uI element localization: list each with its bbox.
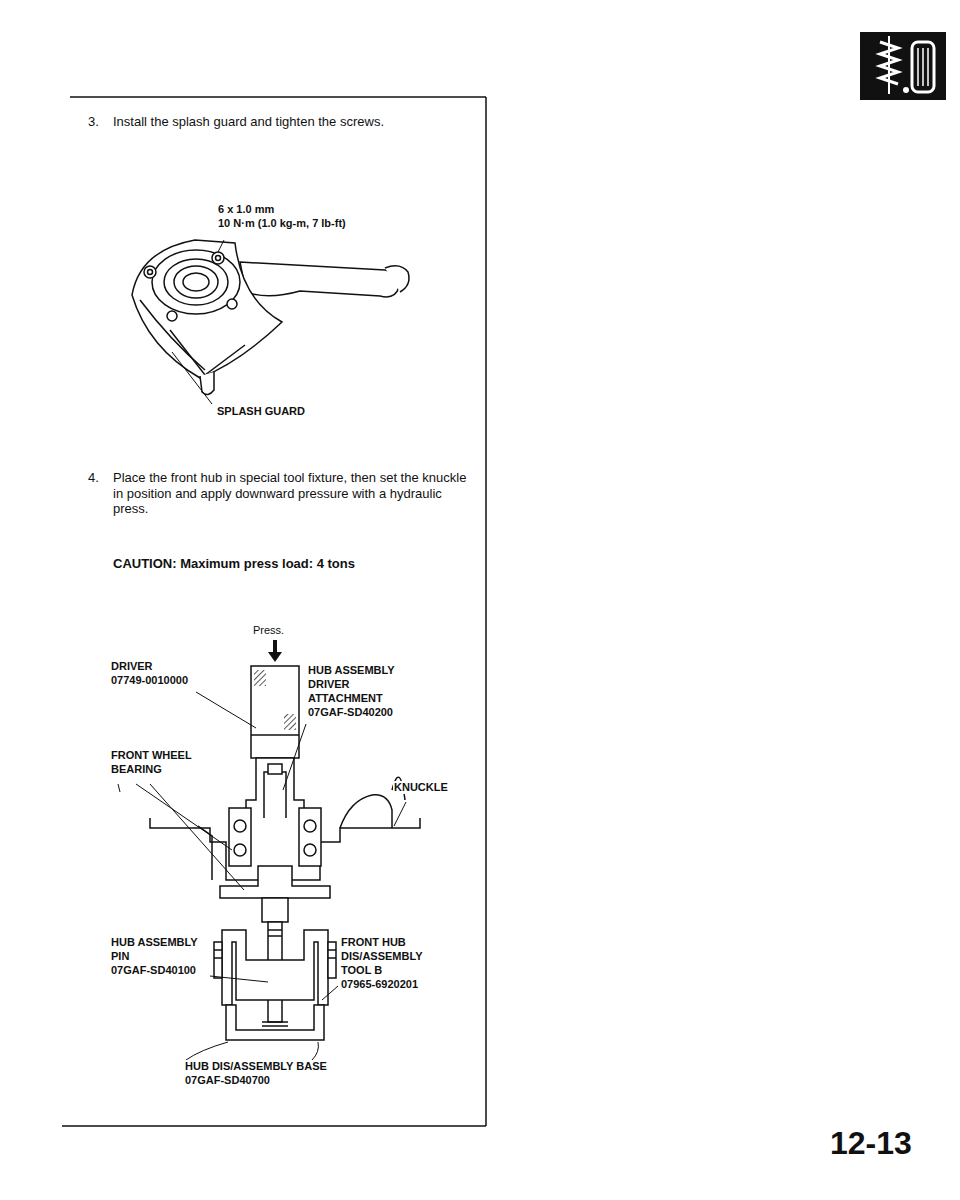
tool-name: DRIVER — [110, 660, 154, 673]
part-label: BEARING — [110, 763, 163, 776]
page-frame — [62, 97, 486, 1126]
tool-name: ATTACHMENT — [307, 692, 384, 705]
instruction-text: Place the front hub in special tool fixt… — [113, 470, 475, 517]
tool-name: HUB ASSEMBLY — [110, 936, 199, 949]
instruction-text: Install the splash guard and tighten the… — [113, 114, 384, 130]
leader-line — [172, 240, 224, 404]
leader-line — [118, 692, 406, 1060]
part-label: FRONT WHEEL — [110, 749, 193, 762]
screw-size: 6 x 1.0 mm — [217, 203, 275, 216]
tool-name: HUB DIS/ASSEMBLY BASE — [184, 1060, 328, 1073]
tool-number: 07GAF-SD40700 — [184, 1074, 271, 1087]
press-tool-drawing — [150, 666, 420, 1040]
tool-name: DRIVER — [307, 678, 351, 691]
page-number: 12-13 — [830, 1124, 912, 1162]
tool-name: TOOL B — [340, 964, 383, 977]
step-number: 4. — [88, 470, 99, 486]
torque-spec: 10 N·m (1.0 kg-m, 7 lb-ft) — [217, 217, 347, 230]
part-label: SPLASH GUARD — [216, 405, 306, 418]
press-label: Press. — [253, 624, 284, 637]
knuckle-splash-guard-drawing — [132, 240, 409, 395]
tool-number: 07749-0010000 — [110, 674, 189, 687]
tool-number: 07965-6920201 — [340, 978, 419, 991]
part-label: KNUCKLE — [393, 781, 449, 794]
press-arrow — [268, 640, 282, 662]
tool-name: PIN — [110, 950, 130, 963]
step-number: 3. — [88, 114, 99, 130]
tool-number: 07GAF-SD40200 — [307, 706, 394, 719]
tool-name: HUB ASSEMBLY — [307, 664, 396, 677]
tool-name: DIS/ASSEMBLY — [340, 950, 424, 963]
tool-name: FRONT HUB — [340, 936, 407, 949]
tool-number: 07GAF-SD40100 — [110, 964, 197, 977]
section-icon — [860, 32, 946, 100]
caution-note: CAUTION: Maximum press load: 4 tons — [113, 556, 355, 572]
